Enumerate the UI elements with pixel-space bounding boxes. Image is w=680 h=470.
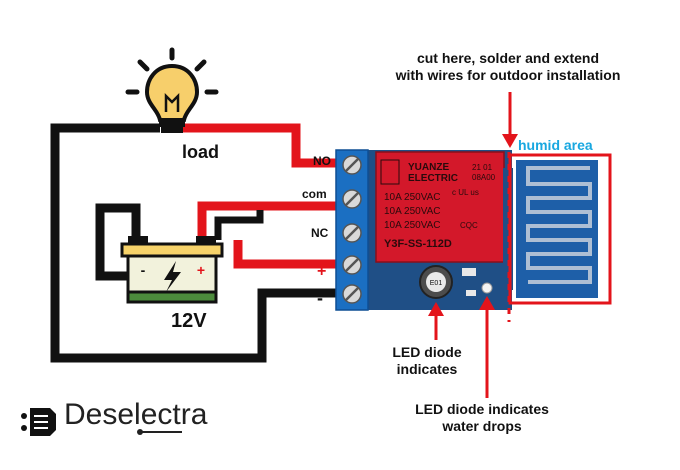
potentiometer-code: E01 (430, 280, 443, 287)
relay-model: Y3F-SS-112D (384, 238, 452, 250)
annotation-arrows (428, 92, 518, 398)
relay-rating-1: 10A 250VAC (384, 192, 441, 203)
wire-com-jumper (214, 210, 264, 240)
nc-terminal-label: NC (311, 226, 329, 240)
rain-sensor-pad (507, 152, 612, 322)
led-water (481, 282, 493, 294)
arrow-icon (479, 296, 495, 398)
lightning-icon (164, 261, 181, 292)
led-water-label-line2: water drops (442, 418, 522, 434)
relay-brand-2: ELECTRIC (408, 173, 458, 184)
arrow-icon (502, 92, 518, 148)
relay-ul: c UL us (452, 188, 479, 197)
wire-battery-com (197, 201, 345, 240)
relay-rating-3: 10A 250VAC (384, 220, 441, 231)
relay: YUANZE ELECTRIC 21 01 08A00 c UL us 10A … (375, 151, 505, 263)
relay-module: YUANZE ELECTRIC 21 01 08A00 c UL us 10A … (335, 149, 513, 311)
cut-note-line2: with wires for outdoor installation (395, 67, 621, 83)
wires (50, 123, 345, 363)
relay-brand-1: YUANZE (408, 162, 449, 173)
wire-plus (233, 240, 345, 269)
no-terminal-label: NO (313, 154, 331, 168)
humid-area-label: humid area (518, 137, 593, 153)
relay-code: 21 01 (472, 163, 493, 172)
battery-minus-sign: - (141, 262, 146, 278)
led-diode-label-line1: LED diode (392, 344, 462, 360)
minus-terminal-label: - (317, 288, 323, 308)
battery-icon: - + (120, 236, 224, 304)
potentiometer: E01 (419, 265, 453, 299)
led-diode-label-line2: indicates (396, 361, 458, 377)
relay-code-2: 08A00 (472, 173, 496, 182)
led-diode-label: LED diode indicates (392, 344, 461, 378)
battery-plus-sign: + (197, 262, 205, 278)
relay-rating-2: 10A 250VAC (384, 206, 441, 217)
sensor-traces (526, 166, 592, 284)
led-water-label: LED diode indicates water drops (415, 401, 549, 435)
cut-note: cut here, solder and extend with wires f… (396, 50, 621, 84)
battery-voltage-label: 12V (171, 310, 207, 332)
wire-load-no (180, 123, 345, 168)
plus-terminal-label: + (317, 263, 327, 280)
logo-text: Deselectra (64, 398, 208, 431)
com-terminal-label: com (302, 187, 327, 201)
relay-cqc: CQC (460, 221, 478, 230)
cut-note-line1: cut here, solder and extend (416, 50, 600, 66)
terminal-block (335, 149, 369, 311)
chip-logo-icon (21, 408, 182, 436)
wire-load-negative (50, 123, 345, 363)
arrow-icon (428, 302, 444, 340)
load-label: load (182, 142, 220, 162)
led-water-label-line1: LED diode indicates (415, 401, 549, 417)
bulb-icon (125, 47, 219, 133)
